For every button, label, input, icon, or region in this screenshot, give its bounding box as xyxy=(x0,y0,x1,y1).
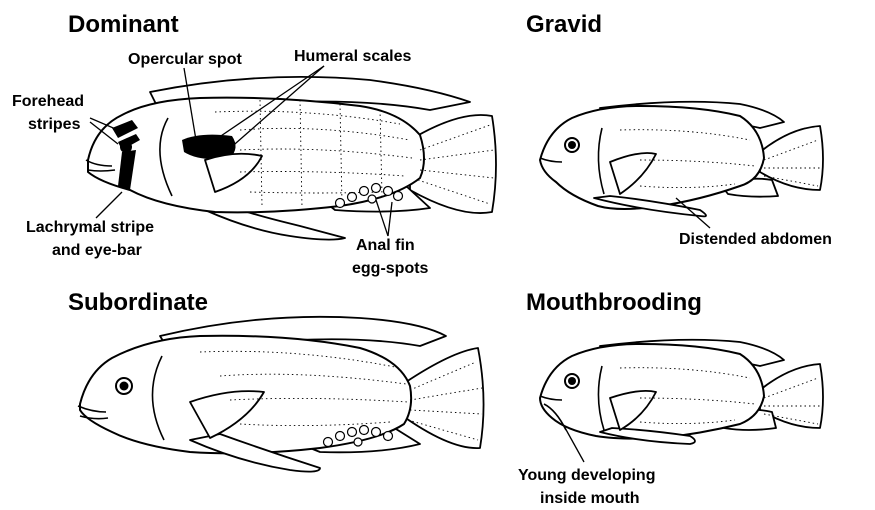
young-developing-label-line2: inside mouth xyxy=(540,490,640,507)
egg-spots-label-line2: egg-spots xyxy=(352,260,429,277)
humeral-scales-label: Humeral scales xyxy=(294,48,412,65)
distended-abdomen-label: Distended abdomen xyxy=(679,231,832,248)
subordinate-fish-illustration xyxy=(78,317,484,472)
mouthbrooding-fish-illustration xyxy=(540,340,823,444)
young-developing-label-line1: Young developing xyxy=(518,467,655,484)
lachrymal-stripe-label-line2: and eye-bar xyxy=(52,242,142,259)
dominant-panel: Dominant xyxy=(12,11,496,277)
egg-spots-label-line1: Anal fin xyxy=(356,237,415,254)
gravid-title: Gravid xyxy=(526,11,602,38)
lachrymal-stripe-label-line1: Lachrymal stripe xyxy=(26,219,154,236)
subordinate-panel: Subordinate xyxy=(68,289,484,472)
forehead-stripes-label-line1: Forehead xyxy=(12,93,84,110)
subordinate-title: Subordinate xyxy=(68,289,208,316)
dominant-title: Dominant xyxy=(68,11,179,38)
mouthbrooding-title: Mouthbrooding xyxy=(526,289,702,316)
forehead-stripes-label-line2: stripes xyxy=(28,116,81,133)
gravid-panel: Gravid Distended abdomen xyxy=(526,11,832,248)
gravid-fish-illustration xyxy=(540,102,823,217)
mouthbrooding-panel: Mouthbrooding Young developing inside mo… xyxy=(518,289,823,507)
dominant-fish-illustration xyxy=(86,77,496,240)
opercular-spot-label: Opercular spot xyxy=(128,51,242,68)
